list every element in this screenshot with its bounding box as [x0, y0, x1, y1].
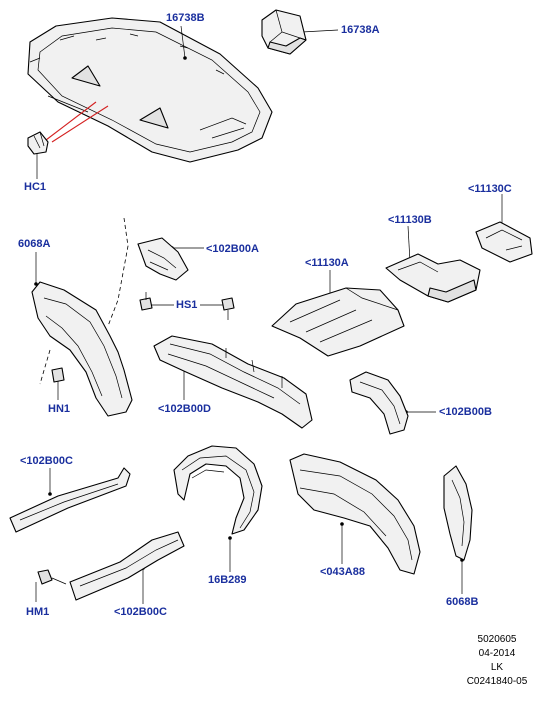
callout-hc1: HC1: [24, 181, 47, 193]
panel-11130a: [271, 287, 405, 357]
stamp-line-4: C0241840-05: [466, 676, 528, 687]
callout-16738b: 16738B: [166, 12, 205, 24]
fender-liner-043a88: [289, 453, 421, 575]
crossmember-102b00d: [153, 335, 313, 429]
reference-stamp: 5020605 04-2014 LK C0241840-05: [455, 633, 539, 689]
bracket-102b00a: [107, 217, 189, 327]
callout-16738a: 16738A: [341, 24, 380, 36]
bracket-6068a: [31, 281, 133, 417]
callout-11130b: <11130B: [388, 214, 432, 226]
callout-102b00b: <102B00B: [439, 406, 492, 418]
plate-11130c: [475, 221, 533, 263]
bracket-6068b: [443, 465, 473, 561]
hood-insulation-pad-16738b: [27, 17, 273, 163]
stamp-line-1: 5020605: [477, 634, 517, 645]
callout-hm1: HM1: [26, 606, 50, 618]
callout-hn1: HN1: [48, 403, 71, 415]
wheel-arch-liner-16b289: [173, 445, 263, 535]
red-indicator-lines: [45, 101, 109, 143]
callout-102b00c-bottom: <102B00C: [114, 606, 167, 618]
screw-hs1: [139, 292, 235, 320]
callout-hs1: HS1: [176, 299, 198, 311]
strip-102b00c-bottom: [69, 531, 185, 601]
clip-hc1: [27, 131, 49, 155]
callout-043a88: <043A88: [320, 566, 365, 578]
stamp-line-2: 04-2014: [478, 648, 516, 659]
callout-11130a: <11130A: [305, 257, 349, 269]
callout-102b00d: <102B00D: [158, 403, 211, 415]
plate-11130b: [385, 253, 481, 303]
callout-102b00c-top: <102B00C: [20, 455, 73, 467]
stamp-line-3: LK: [490, 662, 504, 673]
callout-6068b: 6068B: [446, 596, 479, 608]
bracket-102b00b: [349, 371, 409, 435]
callout-11130c: <11130C: [468, 183, 512, 195]
strip-102b00c-top: [9, 467, 131, 533]
fastener-hm1: [37, 569, 67, 585]
callout-16b289: 16B289: [208, 574, 247, 586]
callout-102b00a: <102B00A: [206, 243, 259, 255]
callout-6068a: 6068A: [18, 238, 51, 250]
insulation-block-16738a: [261, 9, 307, 55]
